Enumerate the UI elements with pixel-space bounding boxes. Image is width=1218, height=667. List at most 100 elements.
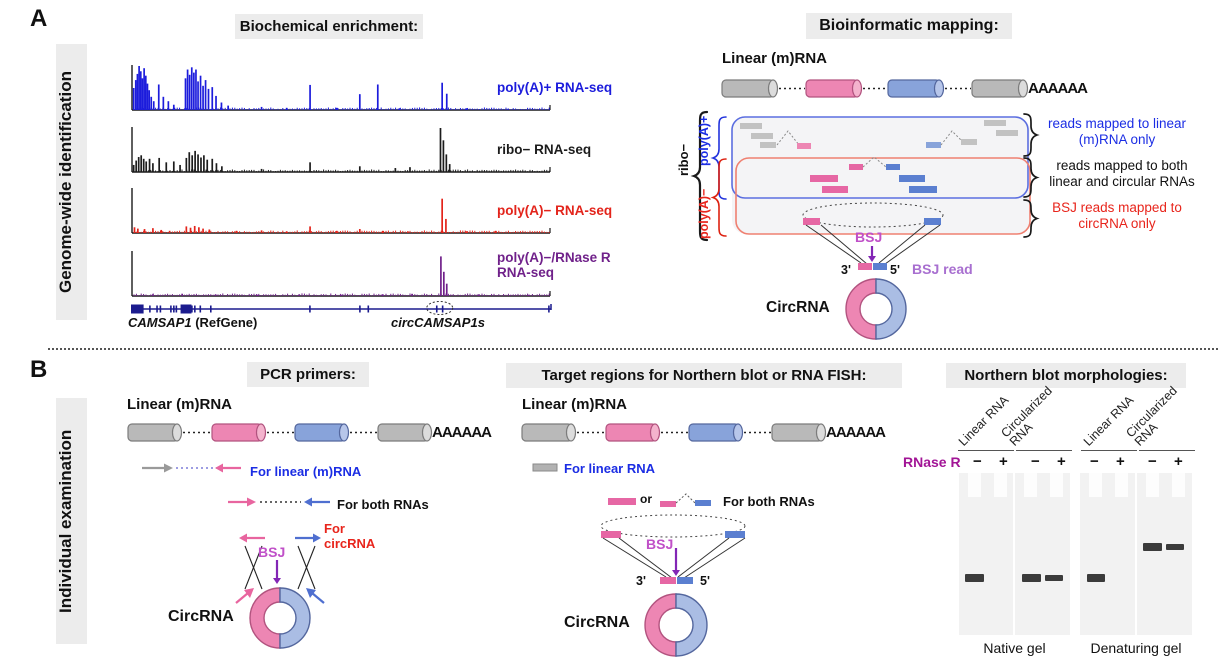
circrna-donut [249, 587, 311, 649]
exon-cylinder [887, 79, 945, 98]
donut-pink-half [644, 593, 677, 657]
ribo-minus-group-label: ribo− [676, 143, 691, 177]
reads-panel-bg [732, 117, 1030, 234]
gene-label: CAMSAP1 (RefGene) [128, 315, 257, 330]
lane-title-underline [1081, 450, 1137, 451]
brace [1023, 157, 1040, 198]
panel-b-side-label: Individual examination [56, 398, 87, 644]
panel-divider [48, 348, 1218, 350]
gel-band [1022, 574, 1041, 582]
polya-tail-a: AAAAAA [1028, 80, 1088, 97]
bioinformatic-mapping-header: Bioinformatic mapping: [806, 13, 1012, 39]
ann-both: reads mapped to both linear and circular… [1049, 158, 1195, 189]
gel-lane [1015, 473, 1070, 635]
gel-well [1050, 473, 1063, 497]
rnase-plus-sign: + [999, 453, 1008, 470]
bsj-arrow-pcr [273, 560, 281, 584]
exon-cylinder [521, 423, 577, 442]
rnase-plus-sign: + [1174, 453, 1183, 470]
rnase-minus-sign: − [1148, 453, 1157, 470]
polya-minus-box [735, 157, 1031, 235]
bsj-arrow-tgt [672, 548, 680, 576]
for-linear-mrna-label: For linear (m)RNA [250, 464, 362, 479]
polya-plus-box [731, 116, 1029, 199]
five-prime-a: 5' [890, 263, 900, 277]
polya-tail-tgt: AAAAAA [826, 424, 886, 441]
bsj-label-pcr: BSJ [258, 544, 286, 560]
gene-track [131, 301, 552, 315]
gel-well [1115, 473, 1128, 497]
brace [1023, 199, 1040, 238]
circrna-label-pcr: CircRNA [168, 608, 234, 625]
ann-linear-only: reads mapped to linear (m)RNA only [1047, 116, 1187, 147]
circrna-label-tgt: CircRNA [564, 614, 630, 631]
exon-cylinder [805, 79, 863, 98]
linear-mrna-label-tgt: Linear (m)RNA [522, 396, 628, 413]
mapping-diagram [690, 79, 1040, 340]
brace [710, 158, 727, 237]
gel-lane [959, 473, 1013, 635]
panel-a-letter: A [30, 5, 48, 32]
bsj-read-label: BSJ read [912, 261, 973, 277]
exon-cylinder [771, 423, 827, 442]
exon-cylinder [211, 423, 267, 442]
for-circrna-label: For circRNA [324, 521, 376, 551]
lane-title-underline [958, 450, 1014, 451]
polya-plus-group-label: poly(A)+ [697, 115, 711, 167]
gel-band [965, 574, 984, 582]
exon-cylinder [294, 423, 350, 442]
linear-probe [532, 463, 558, 472]
lane-title-underline [1139, 450, 1195, 451]
track-label-ribo-minus: ribo− RNA-seq [497, 142, 592, 157]
linear-only-reads [740, 120, 1018, 149]
three-prime-tgt: 3' [636, 574, 646, 588]
for-linear-rna-label: For linear RNA [564, 461, 656, 476]
track-label-polya-minus: poly(A)− RNA-seq [497, 203, 613, 218]
bsj-label-tgt: BSJ [646, 536, 674, 552]
gel-well [1089, 473, 1102, 497]
gel-well [1024, 473, 1037, 497]
exon-block [180, 304, 192, 314]
primer-both [228, 497, 330, 507]
pcr-diagram [127, 423, 433, 649]
for-both-rnas-label-pcr: For both RNAs [337, 497, 429, 512]
circrna-donut [644, 593, 708, 657]
exon-cylinder [127, 423, 183, 442]
bsj-probe-cluster [600, 514, 746, 584]
five-prime-tgt: 5' [700, 574, 710, 588]
gene-name: CAMSAP1 [128, 315, 192, 330]
track-label-polya-plus: poly(A)+ RNA-seq [497, 80, 613, 95]
rnase-plus-sign: + [1116, 453, 1125, 470]
primer-circ-divergent [235, 533, 325, 604]
gene-refgene: (RefGene) [195, 315, 258, 330]
track-ribo-minus [131, 127, 551, 173]
exon-cylinder [971, 79, 1029, 98]
exon-block [131, 304, 144, 314]
circ-exons-oval [426, 301, 454, 315]
exon-cylinder [721, 79, 779, 98]
lane-title-underline [1016, 450, 1072, 451]
gel-lane [1137, 473, 1192, 635]
target-regions-header: Target regions for Northern blot or RNA … [506, 363, 902, 388]
biochemical-enrichment-header: Biochemical enrichment: [235, 14, 423, 39]
panel-a-side-label: Genome-wide identification [56, 44, 87, 320]
brace [690, 110, 709, 242]
bsj-label-a: BSJ [855, 229, 883, 245]
ann-bsj-only: BSJ reads mapped to circRNA only [1052, 200, 1182, 231]
gel-band [1166, 544, 1184, 550]
track-label-polya-minus-rnaser: poly(A)−/RNase R RNA-seq [497, 250, 611, 281]
gel-well [1146, 473, 1159, 497]
rnase-minus-sign: − [973, 453, 982, 470]
donut-blue-half [875, 278, 907, 340]
gel-lane [1080, 473, 1135, 635]
bsj-read-pink-half [858, 263, 872, 270]
circrna-donut [845, 278, 907, 340]
donut-blue-half [279, 587, 311, 649]
linear-mrna-label-pcr: Linear (m)RNA [127, 396, 233, 413]
brace [710, 116, 727, 200]
gel-well [1172, 473, 1185, 497]
rnase-plus-sign: + [1057, 453, 1066, 470]
exon-cylinder [605, 423, 661, 442]
polya-tail-pcr: AAAAAA [432, 424, 492, 441]
